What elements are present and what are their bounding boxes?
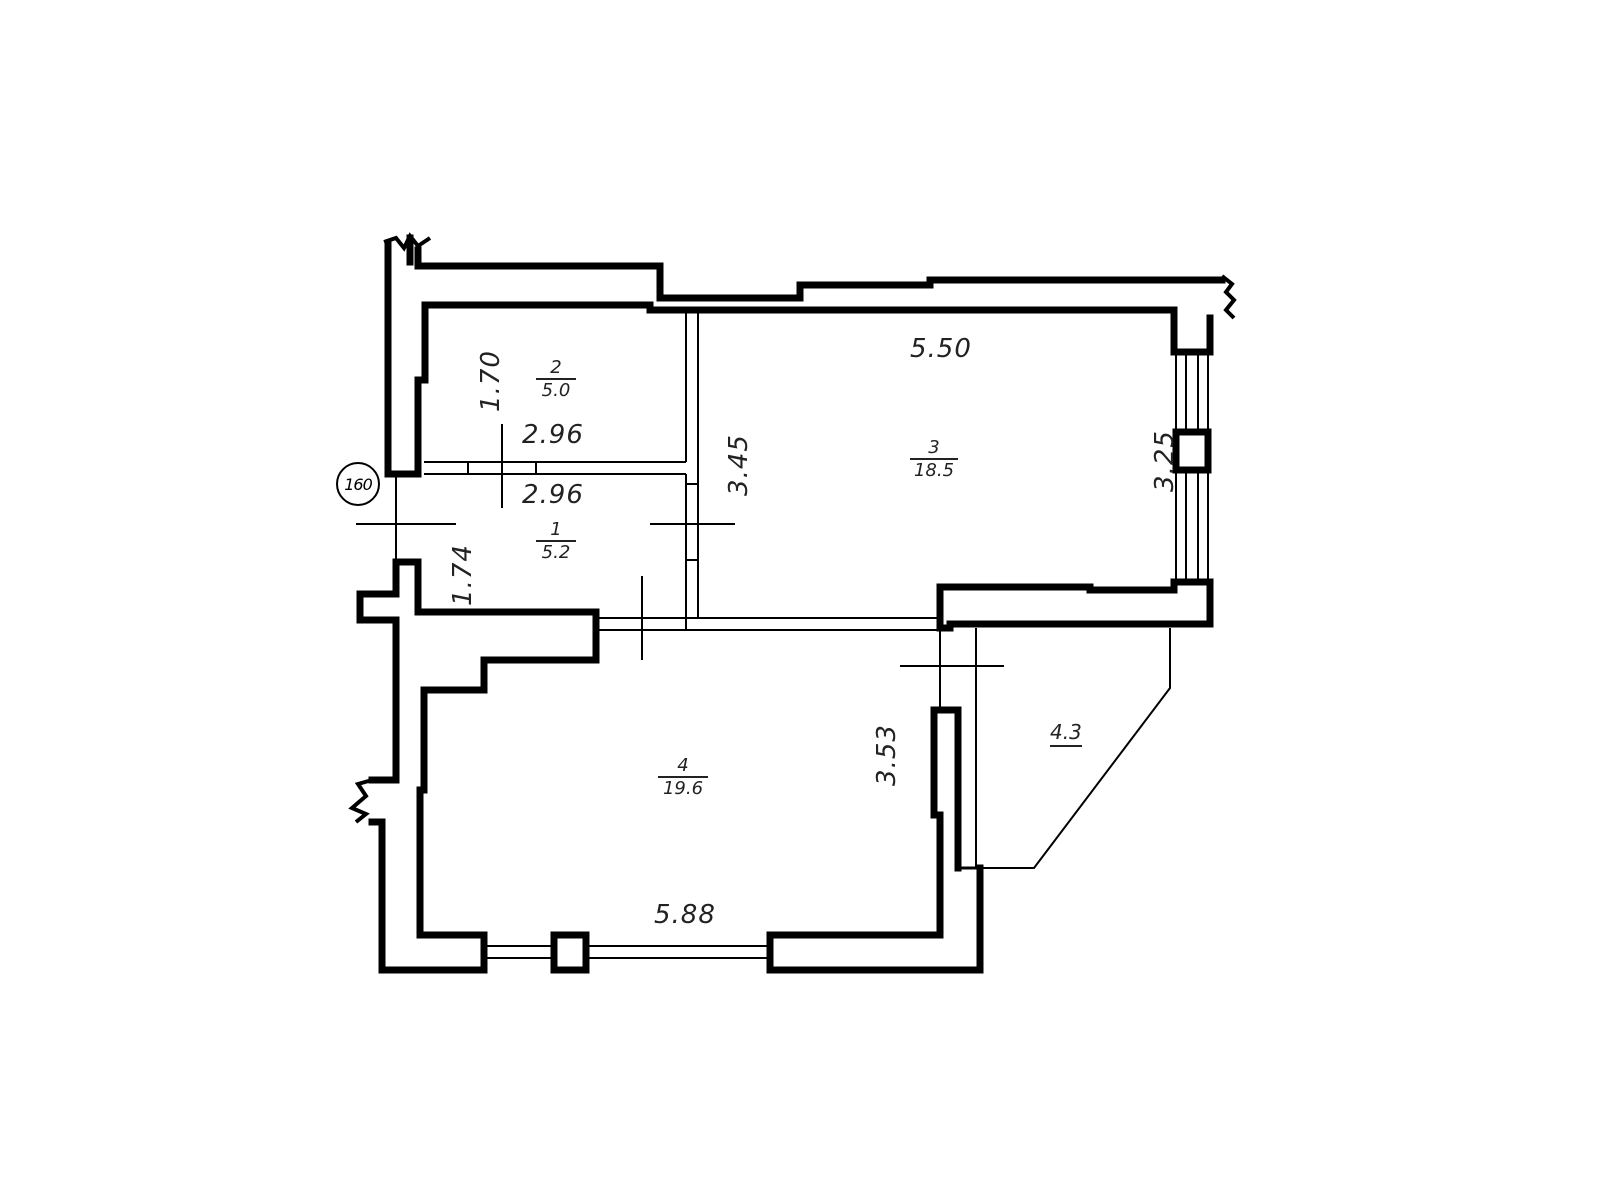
room-area: 18.5 — [910, 458, 958, 481]
dim-corridor-wall: 3.45 — [723, 434, 754, 496]
dim-room2-width: 2.96 — [522, 420, 584, 450]
room-number: 1 — [550, 519, 562, 540]
dim-room1-width: 2.96 — [522, 480, 584, 510]
room-3-label: 3 18.5 — [910, 438, 958, 481]
room-area: 5.2 — [536, 540, 576, 563]
axis-marker-label: 160 — [344, 474, 373, 494]
dim-room2-height: 1.70 — [475, 350, 506, 412]
dim-room4-width: 5.88 — [654, 900, 716, 930]
exterior-walls — [348, 232, 1237, 974]
dim-room3-width: 5.50 — [910, 334, 972, 364]
partitions — [395, 312, 1171, 869]
dim-room4-height: 3.53 — [871, 724, 902, 786]
room-number: 4 — [677, 755, 689, 776]
axis-marker: 160 — [336, 462, 380, 506]
room-1-label: 1 5.2 — [536, 520, 576, 563]
room-number: 3 — [928, 437, 940, 458]
room-area: 19.6 — [658, 776, 708, 799]
room-number: 2 — [550, 357, 562, 378]
balcony-area-label: 4.3 — [1050, 720, 1082, 747]
cut-marks — [356, 424, 1004, 667]
dim-room1-height: 1.74 — [447, 544, 478, 606]
room-2-label: 2 5.0 — [536, 358, 576, 401]
dim-room3-height: 3.25 — [1149, 430, 1180, 492]
room-4-label: 4 19.6 — [658, 756, 708, 799]
room-area: 5.0 — [536, 378, 576, 401]
